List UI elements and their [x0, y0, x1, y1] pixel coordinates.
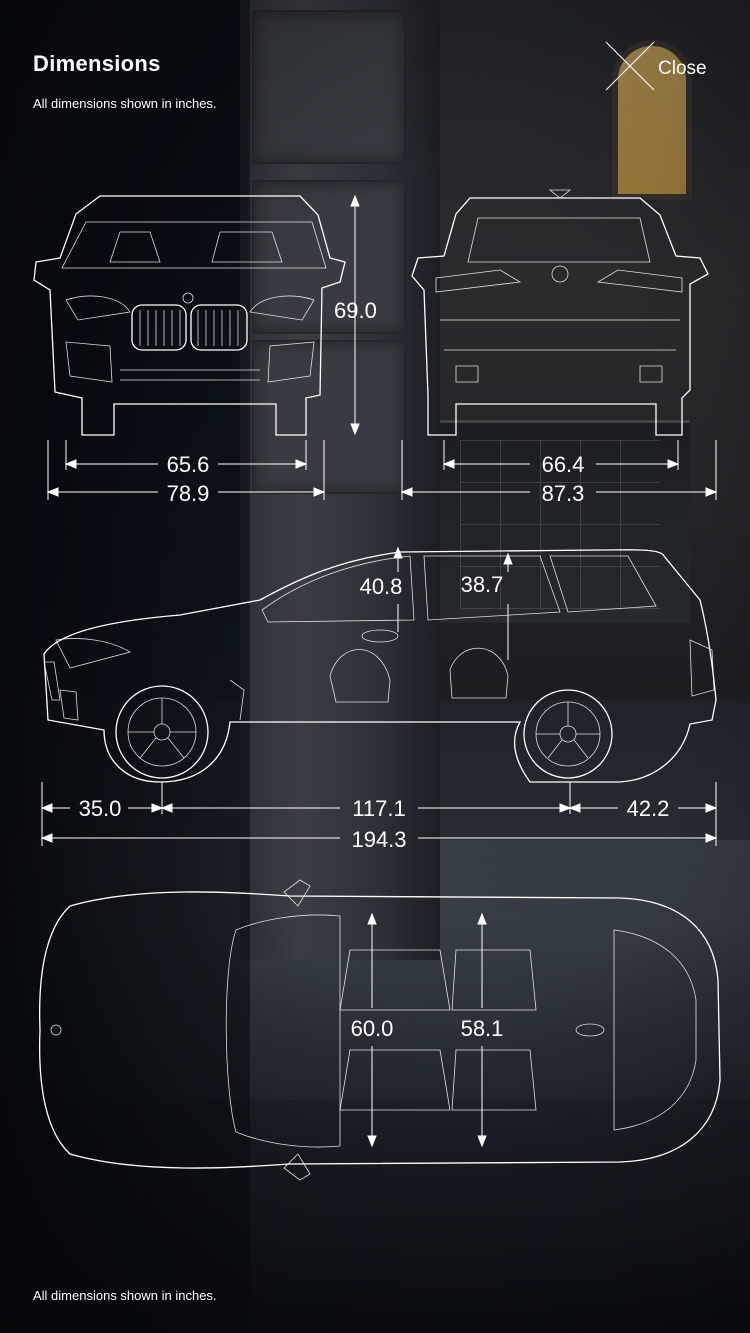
- rear-headroom-label: 38.7: [461, 572, 504, 597]
- side-view-drawing: [43, 549, 717, 783]
- rear-shoulder-room-label: 58.1: [461, 1016, 504, 1041]
- front-headroom-label: 40.8: [360, 574, 403, 599]
- rear-track-label: 66.4: [542, 452, 585, 477]
- page-title: Dimensions: [33, 51, 161, 76]
- front-overhang-label: 35.0: [79, 796, 122, 821]
- footer-note: All dimensions shown in inches.: [33, 1288, 217, 1303]
- front-view-drawing: [33, 195, 346, 436]
- wheelbase-label: 117.1: [352, 796, 405, 821]
- page-subtitle: All dimensions shown in inches.: [33, 96, 217, 111]
- close-label[interactable]: Close: [658, 58, 707, 79]
- front-width-label: 78.9: [167, 481, 210, 506]
- overall-length-label: 194.3: [351, 827, 406, 852]
- rear-overhang-label: 42.2: [627, 796, 670, 821]
- dimension-lines: [40, 194, 718, 1148]
- rear-width-label: 87.3: [542, 481, 585, 506]
- close-icon[interactable]: [604, 40, 656, 92]
- front-shoulder-room-label: 60.0: [351, 1016, 394, 1041]
- top-view-drawing: [39, 879, 721, 1181]
- front-height-label: 69.0: [334, 298, 377, 323]
- front-track-label: 65.6: [167, 452, 210, 477]
- close-button[interactable]: Close: [604, 40, 714, 96]
- rear-view-drawing: [411, 189, 709, 436]
